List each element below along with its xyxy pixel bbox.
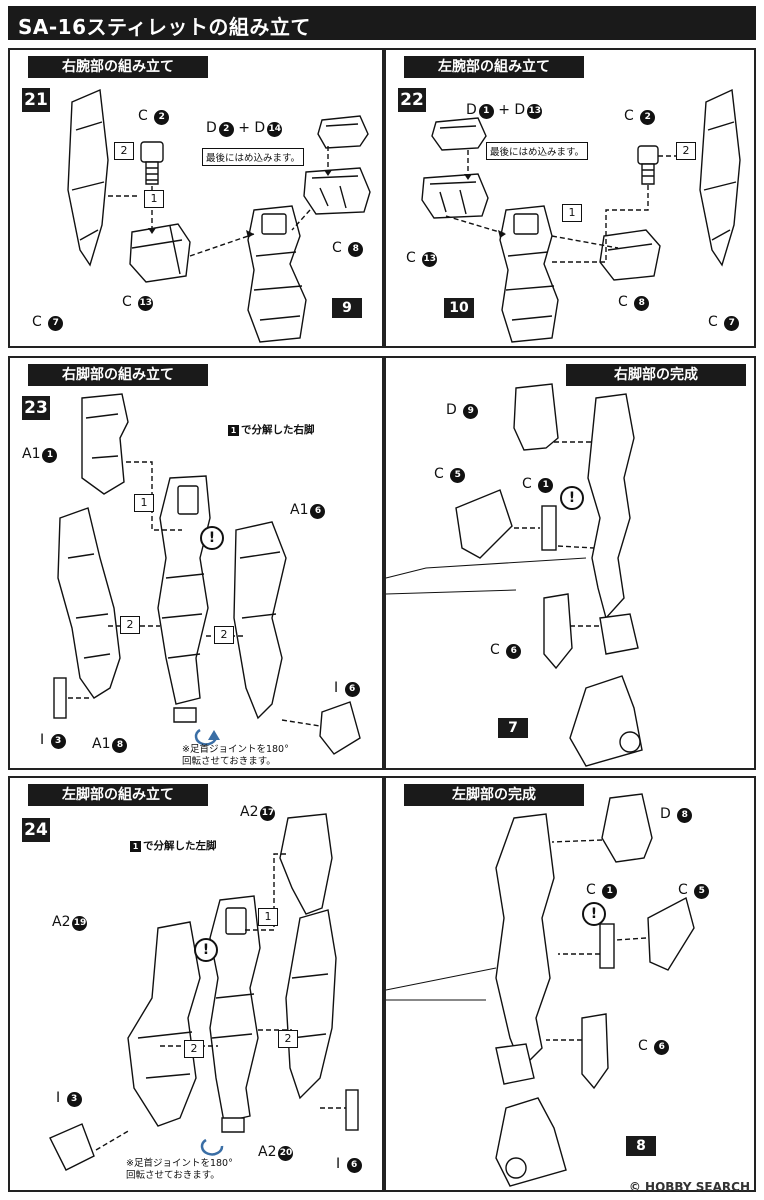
panel-right-leg-complete: 右脚部の完成 ! D 9 C 5 C 1 C 6 7	[384, 356, 756, 770]
label-c8: C 8	[332, 240, 364, 257]
step-substep-2a: 2	[120, 616, 140, 634]
left-arm-illustration	[421, 88, 741, 343]
label-d9: D 9	[446, 402, 479, 419]
step-substep-2a: 2	[184, 1040, 204, 1058]
step-substep-1: 1	[562, 204, 582, 222]
label-d8: D 8	[660, 806, 693, 823]
panel-left-leg-complete: 左脚部の完成 ! D 8 C 1 C 5 C 6 8	[384, 776, 756, 1192]
part-number-8: 8	[626, 1136, 656, 1156]
label-c6: C 6	[638, 1038, 670, 1055]
panel-header: 右脚部の完成	[566, 364, 746, 386]
label-i3: I 3	[40, 732, 66, 749]
panel-header: 右脚部の組み立て	[28, 364, 208, 386]
label-c5: C 5	[434, 466, 466, 483]
label-c13: C 13	[122, 294, 154, 311]
panel-header: 左脚部の完成	[404, 784, 584, 806]
label-i6: I 6	[334, 680, 360, 697]
step-substep-2b: 2	[214, 626, 234, 644]
left-leg-assembly-illustration	[49, 813, 359, 1171]
label-c2: C 2	[138, 108, 170, 125]
step-number: 24	[22, 818, 50, 842]
label-c8: C 8	[618, 294, 650, 311]
label-c1: C 1	[586, 882, 618, 899]
label-i3: I 3	[56, 1090, 82, 1107]
step-substep-2: 2	[114, 142, 134, 160]
title-bar: SA-16スティレットの組み立て	[8, 6, 756, 40]
left-leg-complete-illustration	[385, 793, 695, 1187]
part-number-7: 7	[498, 718, 528, 738]
panel-header: 左脚部の組み立て	[28, 784, 208, 806]
label-c6: C 6	[490, 642, 522, 659]
label-c1: C 1	[522, 476, 554, 493]
step-substep-1: 1	[134, 494, 154, 512]
right-leg-complete-illustration	[385, 383, 643, 767]
step-substep-2: 2	[676, 142, 696, 160]
note-ankle-rotate: ※足首ジョイントを180°回転させておきます。	[126, 1158, 233, 1181]
part-number-9: 9	[332, 298, 362, 318]
step-number: 22	[398, 88, 426, 112]
panel-step-21: 右腕部の組み立て 21	[8, 48, 384, 348]
watermark: © HOBBY SEARCH	[628, 1180, 750, 1194]
step-number: 21	[22, 88, 50, 112]
caution-icon: !	[200, 526, 224, 550]
note-insert-last: 最後にはめ込みます。	[486, 142, 589, 160]
panel-header: 右腕部の組み立て	[28, 56, 208, 78]
label-c7: C 7	[32, 314, 64, 331]
note-insert-last: 最後にはめ込みます。	[202, 148, 305, 166]
step-substep-1: 1	[144, 190, 164, 208]
step-substep-1: 1	[258, 908, 278, 926]
caution-icon: !	[560, 486, 584, 510]
step-substep-2b: 2	[278, 1030, 298, 1048]
right-leg-assembly-illustration	[53, 393, 361, 755]
label-c13: C 13	[406, 250, 438, 267]
panel-header: 左腕部の組み立て	[404, 56, 584, 78]
caution-icon: !	[194, 938, 218, 962]
caution-icon: !	[582, 902, 606, 926]
label-i6: I 6	[336, 1156, 362, 1173]
panel-step-22: 左腕部の組み立て 22	[384, 48, 756, 348]
label-c2: C 2	[624, 108, 656, 125]
part-number-10: 10	[444, 298, 474, 318]
note-ankle-rotate: ※足首ジョイントを180°回転させておきます。	[182, 744, 289, 767]
page-title: SA-16スティレットの組み立て	[18, 15, 311, 39]
right-arm-illustration	[67, 88, 371, 343]
label-c7: C 7	[708, 314, 740, 331]
step-number: 23	[22, 396, 50, 420]
label-c5: C 5	[678, 882, 710, 899]
